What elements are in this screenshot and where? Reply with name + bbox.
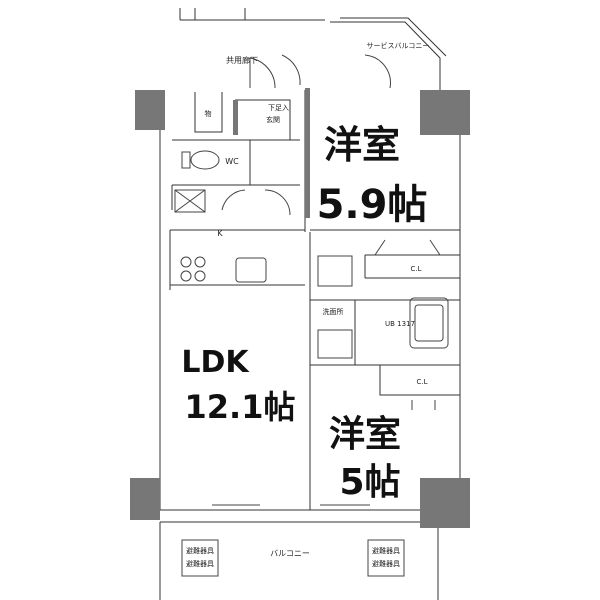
western2-name: 洋室 — [329, 414, 401, 455]
thin-lines — [159, 8, 461, 600]
kitchen-label: K — [217, 229, 223, 238]
wc-label: WC — [225, 157, 239, 166]
entrance-label: 玄関 — [266, 115, 280, 124]
storage-label: 物 — [205, 109, 212, 118]
western1-name: 洋室 — [324, 123, 400, 167]
ldk-name: LDK — [181, 345, 250, 380]
common-corridor-label: 共用廊下 — [226, 55, 258, 65]
closet2-label: C.L — [416, 378, 427, 386]
western1-size: 5.9帖 — [317, 182, 428, 228]
balcony-label: バルコニー — [270, 549, 310, 558]
bath-label: UB 1317 — [385, 320, 415, 328]
thick-walls — [130, 88, 470, 528]
western2-size: 5帖 — [339, 462, 400, 503]
evac2-sub-label: 避難器具 — [372, 559, 400, 568]
washroom-label: 洗面所 — [323, 307, 344, 316]
fixtures — [174, 150, 449, 577]
door-swings — [212, 54, 441, 506]
service-balcony-label: サービスバルコニー — [367, 41, 430, 50]
ldk-size: 12.1帖 — [185, 388, 296, 426]
evac2-label: 避難器具 — [372, 546, 400, 555]
evac1-sub-label: 避難器具 — [186, 559, 214, 568]
closet1-label: C.L — [410, 265, 421, 273]
entrance-step-label: 下足入 — [268, 104, 289, 112]
evac1-label: 避難器具 — [186, 546, 214, 555]
